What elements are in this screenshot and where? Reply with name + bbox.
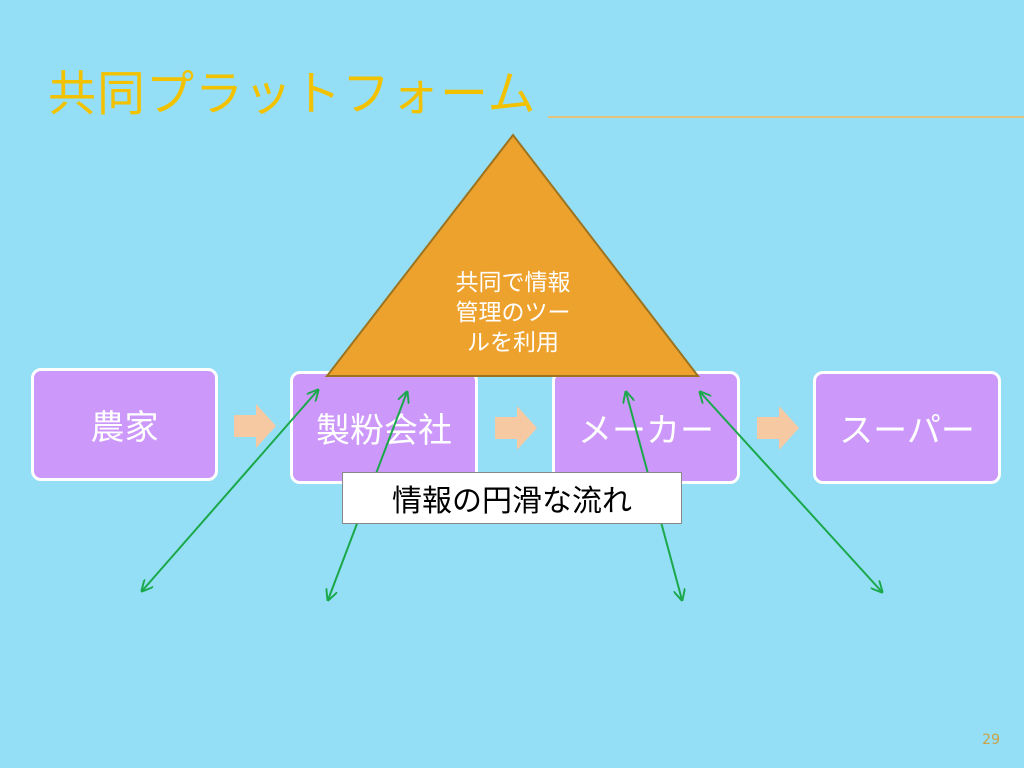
slide-title: 共同プラットフォーム (48, 66, 537, 122)
page-number: 29 (982, 732, 1000, 748)
title-underline (548, 116, 1024, 118)
step-box-maker: メーカー (552, 371, 740, 484)
step-label-mill: 製粉会社 (316, 411, 452, 451)
flow-arrow-3-icon (757, 406, 799, 450)
flow-arrow-1-icon (234, 404, 276, 448)
step-label-farmer: 農家 (90, 408, 159, 448)
platform-line-1: 共同で情報 (455, 270, 571, 296)
platform-label: 共同で情報 管理のツー ルを利用 (420, 268, 606, 358)
step-label-supermarket: スーパー (839, 411, 975, 451)
platform-line-3: ルを利用 (467, 330, 559, 356)
step-box-mill: 製粉会社 (290, 371, 478, 484)
step-box-supermarket: スーパー (813, 371, 1001, 484)
info-flow-caption: 情報の円滑な流れ (342, 472, 682, 524)
platform-line-2: 管理のツー (455, 300, 571, 326)
flow-arrow-2-icon (495, 406, 537, 450)
step-box-farmer: 農家 (31, 368, 218, 481)
step-label-maker: メーカー (578, 411, 714, 451)
